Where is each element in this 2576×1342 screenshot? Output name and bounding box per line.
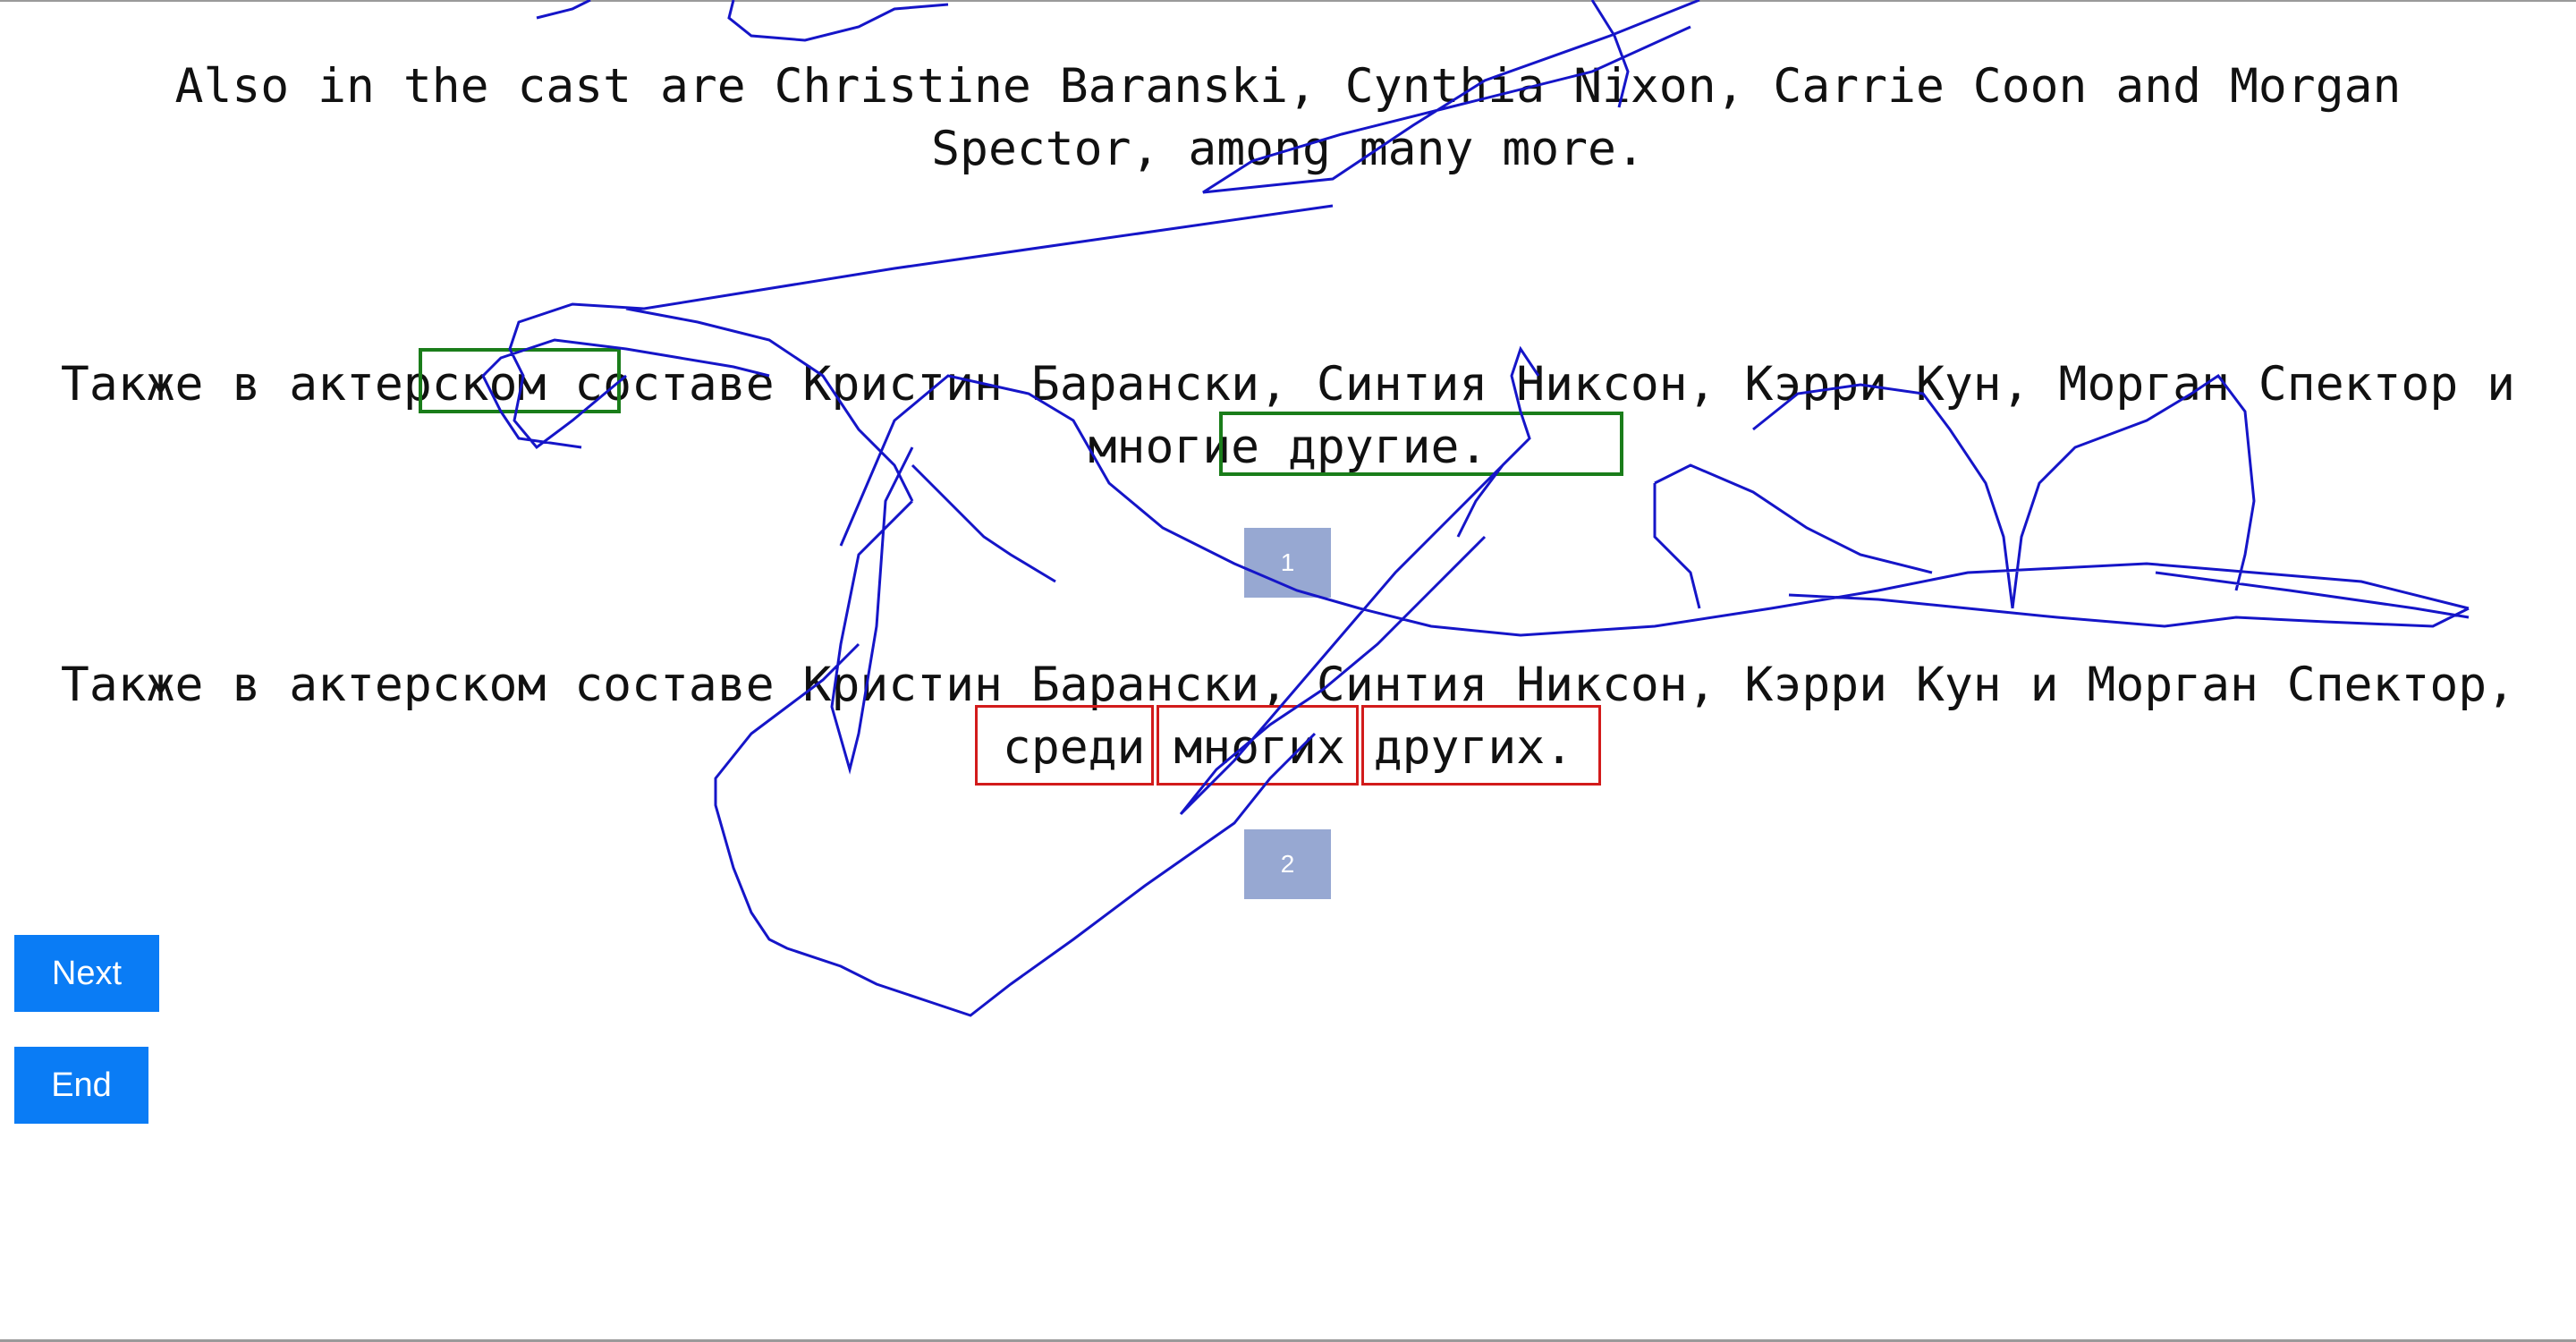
source-sentence: Also in the cast are Christine Baranski,…	[174, 59, 2402, 176]
translation-1-badge: 1	[1244, 528, 1331, 598]
highlight-span[interactable]	[1157, 705, 1359, 786]
bottom-border	[0, 1339, 2576, 1342]
highlight-span[interactable]	[975, 705, 1154, 786]
translation-2-badge: 2	[1244, 829, 1331, 899]
end-button[interactable]: End	[14, 1047, 148, 1124]
highlight-span[interactable]	[1361, 705, 1601, 786]
top-border	[0, 0, 2576, 2]
highlight-span[interactable]	[1219, 412, 1623, 476]
highlight-span[interactable]	[419, 348, 621, 413]
next-button[interactable]: Next	[14, 935, 159, 1012]
